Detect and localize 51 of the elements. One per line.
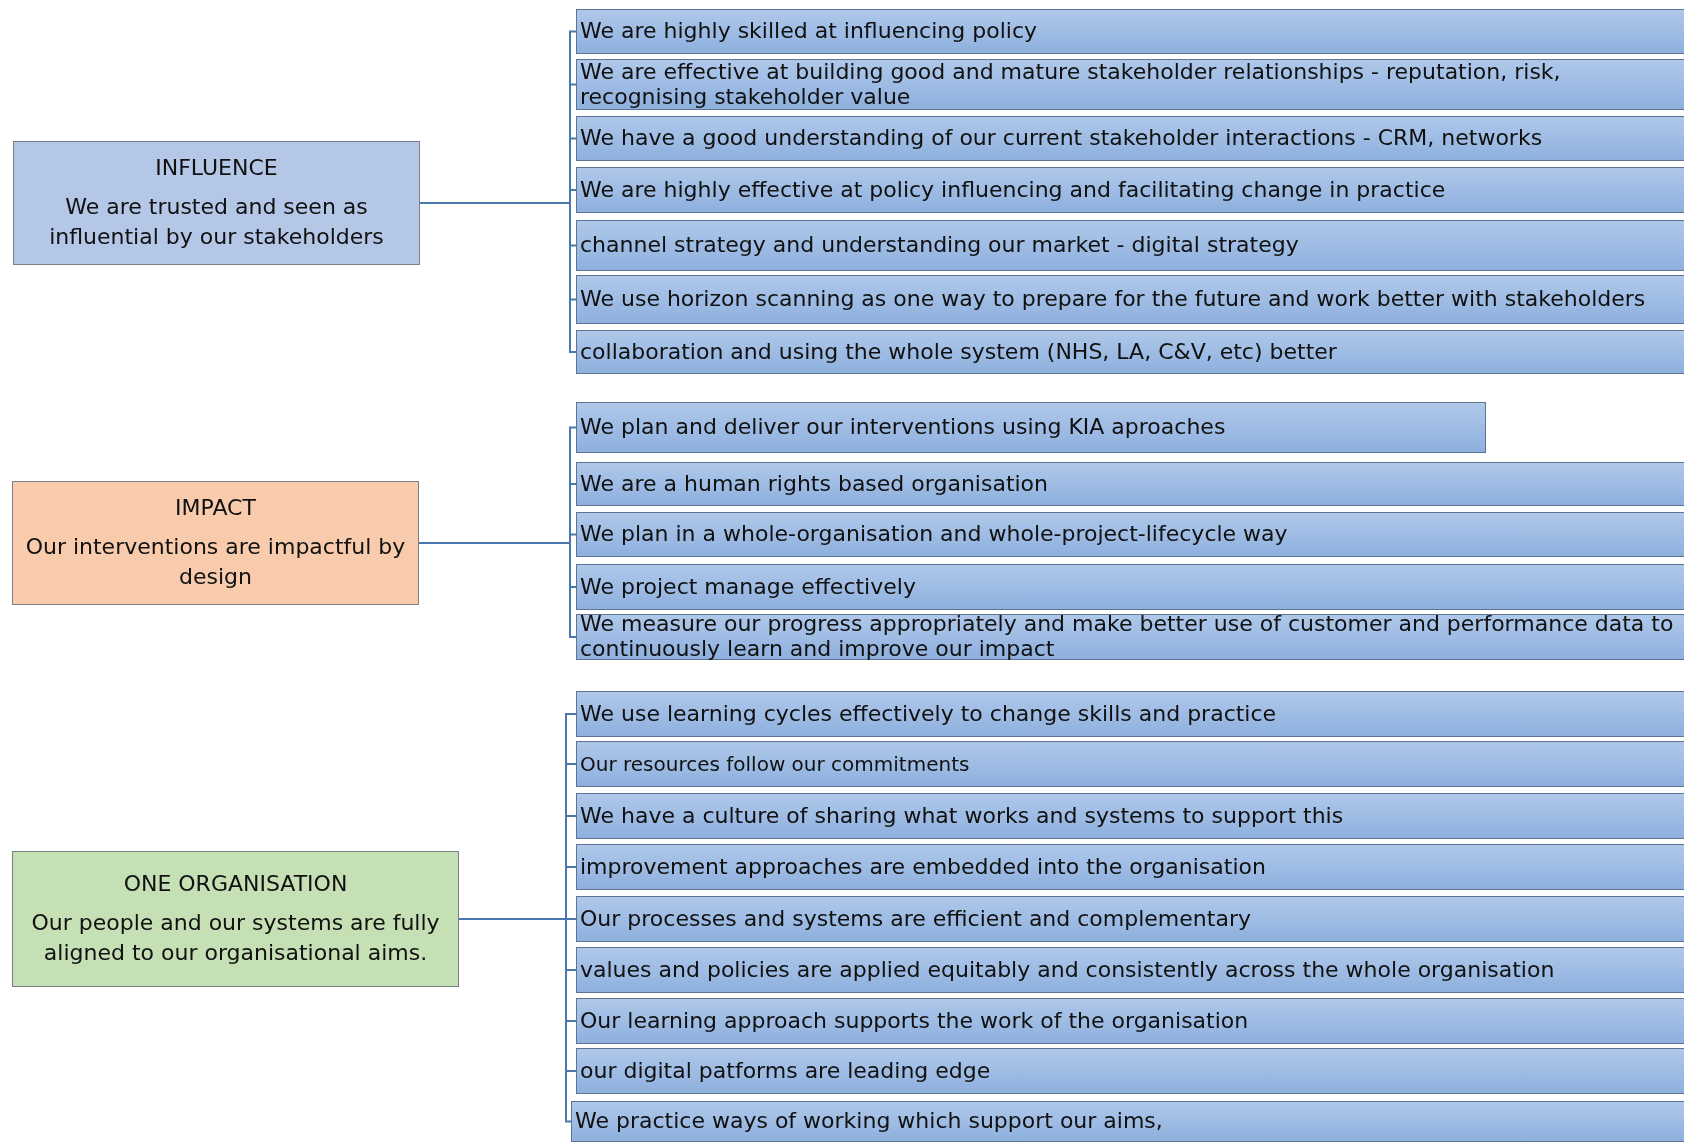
- outcome-text: improvement approaches are embedded into the organisation: [580, 854, 1266, 880]
- outcome-text: We use horizon scanning as one way to prepare for the future and work better with stakeholders: [580, 287, 1646, 312]
- outcome-bar: [576, 9, 1684, 54]
- outcome-text: We are highly effective at policy influencing and facilitating change in practice: [580, 177, 1446, 203]
- goal-box: [13, 141, 420, 265]
- goal-box: [12, 851, 459, 987]
- outcome-bar: [576, 947, 1684, 993]
- connector-line: [418, 542, 577, 638]
- outcome-bar: [576, 402, 1486, 453]
- goal-description: Our interventions are impactful by design: [24, 533, 407, 591]
- outcome-bar: [576, 691, 1684, 737]
- outcome-bar: [576, 330, 1684, 374]
- outcome-text: Our learning approach supports the work of the organisation: [580, 1008, 1249, 1034]
- outcome-text: We measure our progress appropriately and make better use of customer and performance data to continuously learn and improve our impact: [580, 612, 1675, 662]
- goal-heading: ONE ORGANISATION: [123, 871, 348, 897]
- outcome-text: values and policies are applied equitably and consistently across the whole organisation: [580, 957, 1555, 983]
- goal-description: We are trusted and seen as influential by our stakeholders: [48, 193, 385, 251]
- outcome-bar: [576, 116, 1684, 161]
- outcome-bar: [576, 896, 1684, 942]
- outcome-bar: [576, 741, 1684, 787]
- goal-heading: IMPACT: [175, 495, 256, 521]
- goal-box: [12, 481, 419, 605]
- goal-description: Our people and our systems are fully aligned to our organisational aims.: [30, 909, 441, 967]
- outcome-bar: [576, 167, 1684, 213]
- outcome-text: our digital patforms are leading edge: [580, 1058, 991, 1084]
- outcome-text: We use learning cycles effectively to change skills and practice: [580, 701, 1277, 727]
- outcome-bar: [571, 1101, 1684, 1142]
- outcome-text: Our processes and systems are efficient and complementary: [580, 906, 1251, 932]
- outcome-bar: [576, 844, 1684, 890]
- outcome-bar: [576, 564, 1684, 610]
- outcome-text: We have a good understanding of our current stakeholder interactions - CRM, networks: [580, 126, 1543, 151]
- outcome-text: We project manage effectively: [580, 574, 916, 600]
- outcome-text: We plan in a whole-organisation and whole-project-lifecycle way: [580, 522, 1288, 547]
- outcome-bar: [576, 512, 1684, 557]
- goal-heading: INFLUENCE: [155, 155, 278, 181]
- outcome-text: We plan and deliver our interventions using KIA aproaches: [580, 415, 1226, 440]
- outcome-text: We have a culture of sharing what works and systems to support this: [580, 803, 1344, 829]
- outcome-bar: [576, 275, 1684, 324]
- outcome-bar: [576, 462, 1684, 506]
- outcome-text: channel strategy and understanding our market - digital strategy: [580, 233, 1299, 258]
- outcome-text: collaboration and using the whole system (NHS, LA, C&V, etc) better: [580, 339, 1337, 365]
- outcome-text: We are effective at building good and mature stakeholder relationships - reputation, risk, recognising stakeholder value: [580, 59, 1562, 110]
- connector-line: [458, 918, 572, 1123]
- outcome-bar: [576, 220, 1684, 271]
- outcome-text: We are a human rights based organisation: [580, 471, 1049, 497]
- outcome-bar: [576, 998, 1684, 1044]
- outcome-bar: [576, 793, 1684, 839]
- outcome-bar: [576, 1048, 1684, 1094]
- outcome-text: We are highly skilled at influencing policy: [580, 19, 1037, 44]
- outcome-text: We practice ways of working which support our aims,: [575, 1109, 1163, 1134]
- outcome-text: Our resources follow our commitments: [580, 752, 970, 776]
